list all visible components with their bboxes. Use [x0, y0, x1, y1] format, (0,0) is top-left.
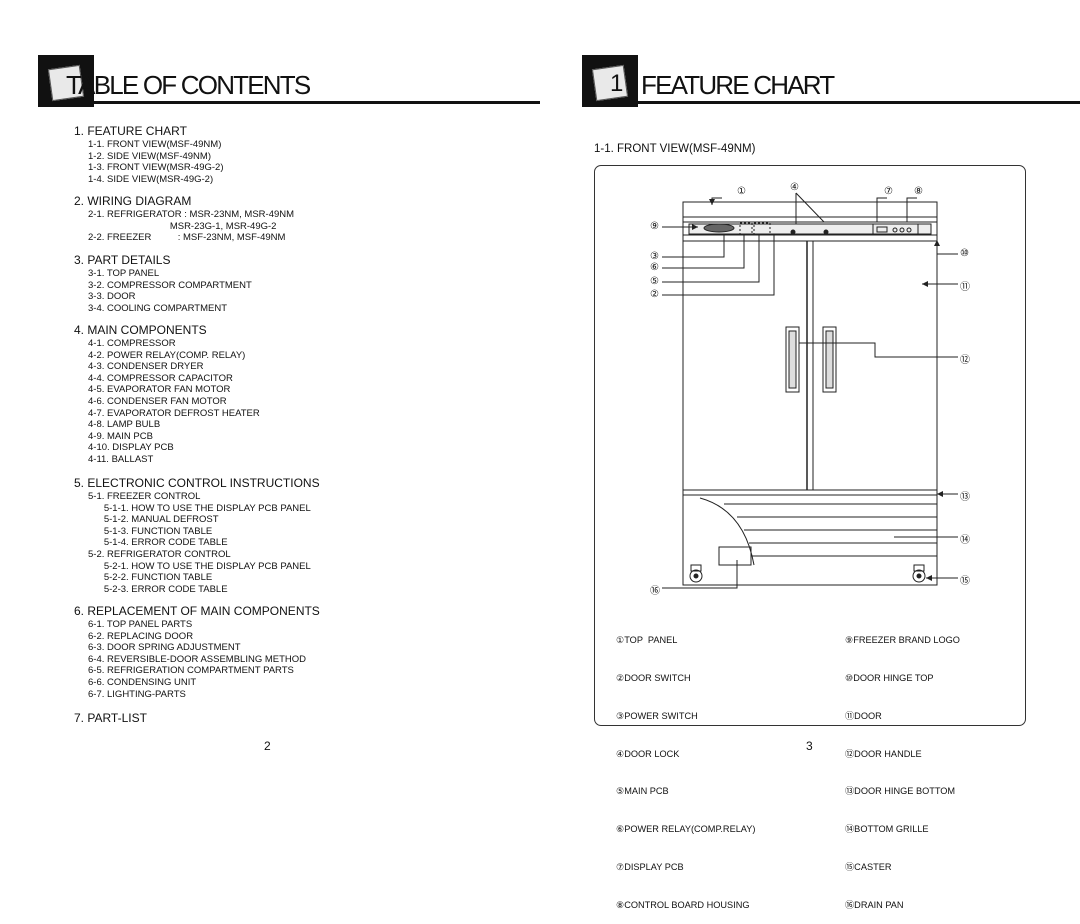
toc-entry[interactable]: MSR-23G-1, MSR-49G-2 — [88, 220, 277, 232]
toc-entry[interactable]: 5-2-2. FUNCTION TABLE — [88, 572, 213, 584]
legend-item: ⑧CONTROL BOARD HOUSING — [616, 899, 750, 910]
legend-item: ⑭BOTTOM GRILLE — [845, 824, 929, 835]
legend-item: ⑦DISPLAY PCB — [616, 861, 684, 872]
callout-12: ⑫ — [960, 355, 970, 366]
toc-entry[interactable]: 3-4. COOLING COMPARTMENT — [88, 302, 227, 314]
right-page-number: 3 — [806, 739, 813, 753]
toc-entry[interactable]: 4-5. EVAPORATOR FAN MOTOR — [88, 384, 231, 396]
callout-6: ⑥ — [650, 262, 659, 273]
callout-13: ⑬ — [960, 492, 970, 503]
toc-section-heading[interactable]: 2. WIRING DIAGRAM — [74, 194, 192, 208]
front-view-diagram — [662, 192, 958, 589]
toc-entry[interactable]: 4-10. DISPLAY PCB — [88, 442, 174, 454]
toc-entry[interactable]: 4-9. MAIN PCB — [88, 430, 153, 442]
callout-4: ④ — [790, 182, 799, 193]
toc-entry[interactable]: 5-1-3. FUNCTION TABLE — [88, 525, 213, 537]
legend-item: ⑥POWER RELAY(COMP.RELAY) — [616, 824, 756, 835]
toc-section-heading[interactable]: 4. MAIN COMPONENTS — [74, 323, 207, 337]
legend-item: ⑤MAIN PCB — [616, 786, 669, 797]
legend-item: ⑬DOOR HINGE BOTTOM — [845, 786, 956, 797]
toc-entry[interactable]: 6-5. REFRIGERATION COMPARTMENT PARTS — [88, 665, 294, 677]
callout-2: ② — [650, 289, 659, 300]
toc-entry[interactable]: 1-3. FRONT VIEW(MSR-49G-2) — [88, 162, 224, 174]
toc-section-heading[interactable]: 1. FEATURE CHART — [74, 124, 187, 138]
toc-entry[interactable]: 5-2-3. ERROR CODE TABLE — [88, 583, 228, 595]
legend-item: ③POWER SWITCH — [616, 710, 698, 721]
toc-entry[interactable]: 5-1-2. MANUAL DEFROST — [88, 514, 219, 526]
toc-entry[interactable]: 4-6. CONDENSER FAN MOTOR — [88, 395, 227, 407]
toc-entry[interactable]: 3-1. TOP PANEL — [88, 268, 160, 279]
toc-entry[interactable]: 1-4. SIDE VIEW(MSR-49G-2) — [88, 173, 214, 185]
legend-right: ⑨FREEZER BRAND LOGO ⑩DOOR HINGE TOP ⑪DOO… — [845, 609, 960, 924]
front-view-subtitle: 1-1. FRONT VIEW(MSF-49NM) — [594, 143, 756, 155]
toc-entry[interactable]: 3-3. DOOR — [88, 291, 136, 303]
callout-14: ⑭ — [960, 535, 970, 546]
legend-item: ②DOOR SWITCH — [616, 672, 691, 683]
toc-header-icon — [38, 55, 94, 107]
toc-entry[interactable]: 6-6. CONDENSING UNIT — [88, 676, 197, 688]
toc-section-heading[interactable]: 6. REPLACEMENT OF MAIN COMPONENTS — [74, 604, 320, 618]
toc-section-heading[interactable]: 7. PART-LIST — [74, 711, 147, 725]
callout-11: ⑪ — [960, 282, 970, 293]
toc-section: 7. PART-LIST — [74, 711, 147, 726]
toc-entry[interactable]: 4-1. COMPRESSOR — [88, 338, 176, 349]
toc-entry[interactable]: 3-2. COMPRESSOR COMPARTMENT — [88, 279, 252, 291]
toc-entry[interactable]: 1-1. FRONT VIEW(MSF-49NM) — [88, 139, 222, 150]
legend-item: ⑯DRAIN PAN — [845, 899, 904, 910]
legend-item: ⑪DOOR — [845, 710, 882, 721]
toc-entry[interactable]: 4-4. COMPRESSOR CAPACITOR — [88, 372, 233, 384]
toc-entry[interactable]: 5-1. FREEZER CONTROL — [88, 491, 201, 502]
toc-entry[interactable]: 6-7. LIGHTING-PARTS — [88, 688, 186, 700]
section-badge: 1 — [610, 70, 623, 97]
toc-entry[interactable]: 4-2. POWER RELAY(COMP. RELAY) — [88, 349, 246, 361]
cabinet-outline — [682, 201, 938, 586]
toc-section-heading[interactable]: 3. PART DETAILS — [74, 253, 171, 267]
callout-7: ⑦ — [884, 186, 893, 197]
toc-entry[interactable]: 6-2. REPLACING DOOR — [88, 630, 194, 642]
toc-entry[interactable]: 5-2. REFRIGERATOR CONTROL — [88, 548, 231, 560]
feature-chart-title: FEATURE CHART — [641, 70, 835, 100]
toc-entry[interactable]: 6-1. TOP PANEL PARTS — [88, 619, 193, 630]
legend-item: ⑮CASTER — [845, 861, 892, 872]
toc-title: TABLE OF CONTENTS — [66, 70, 311, 100]
toc-entry[interactable]: 5-1-4. ERROR CODE TABLE — [88, 537, 228, 549]
feature-chart-header-rule — [638, 101, 1080, 104]
toc-section-heading[interactable]: 5. ELECTRONIC CONTROL INSTRUCTIONS — [74, 476, 320, 490]
callout-16: ⑯ — [650, 586, 660, 597]
callout-5: ⑤ — [650, 276, 659, 287]
toc-entry[interactable]: 6-3. DOOR SPRING ADJUSTMENT — [88, 642, 241, 654]
toc-entry[interactable]: 6-4. REVERSIBLE-DOOR ASSEMBLING METHOD — [88, 653, 307, 665]
toc-entry[interactable]: 5-1-1. HOW TO USE THE DISPLAY PCB PANEL — [88, 502, 311, 514]
legend-item: ①TOP PANEL — [616, 635, 678, 646]
left-page-number: 2 — [264, 739, 271, 753]
toc-entry[interactable]: 4-3. CONDENSER DRYER — [88, 361, 204, 373]
callout-10: ⑩ — [960, 248, 969, 259]
toc-entry[interactable]: 5-2-1. HOW TO USE THE DISPLAY PCB PANEL — [88, 560, 311, 572]
callout-3: ③ — [650, 251, 659, 262]
callout-9: ⑨ — [650, 221, 659, 232]
toc-entry[interactable]: 4-8. LAMP BULB — [88, 419, 161, 431]
toc-entry[interactable]: 2-2. FREEZER : MSF-23NM, MSF-49NM — [88, 232, 286, 244]
feature-chart-header-icon — [582, 55, 638, 107]
diagram-panel — [594, 165, 1026, 726]
legend-item: ④DOOR LOCK — [616, 748, 680, 759]
legend-left: ①TOP PANEL ②DOOR SWITCH ③POWER SWITCH ④D… — [616, 609, 755, 924]
toc-entry[interactable]: 4-11. BALLAST — [88, 453, 154, 465]
legend-item: ⑩DOOR HINGE TOP — [845, 672, 934, 683]
callout-1: ① — [737, 186, 746, 197]
legend-item: ⑨FREEZER BRAND LOGO — [845, 635, 960, 646]
callout-8: ⑧ — [914, 186, 923, 197]
toc-entry[interactable]: 2-1. REFRIGERATOR : MSR-23NM, MSR-49NM — [88, 209, 295, 220]
legend-item: ⑫DOOR HANDLE — [845, 748, 922, 759]
toc-header-rule — [94, 101, 540, 104]
callout-15: ⑮ — [960, 576, 970, 587]
toc-entry[interactable]: 1-2. SIDE VIEW(MSF-49NM) — [88, 150, 211, 162]
toc-entry[interactable]: 4-7. EVAPORATOR DEFROST HEATER — [88, 407, 260, 419]
